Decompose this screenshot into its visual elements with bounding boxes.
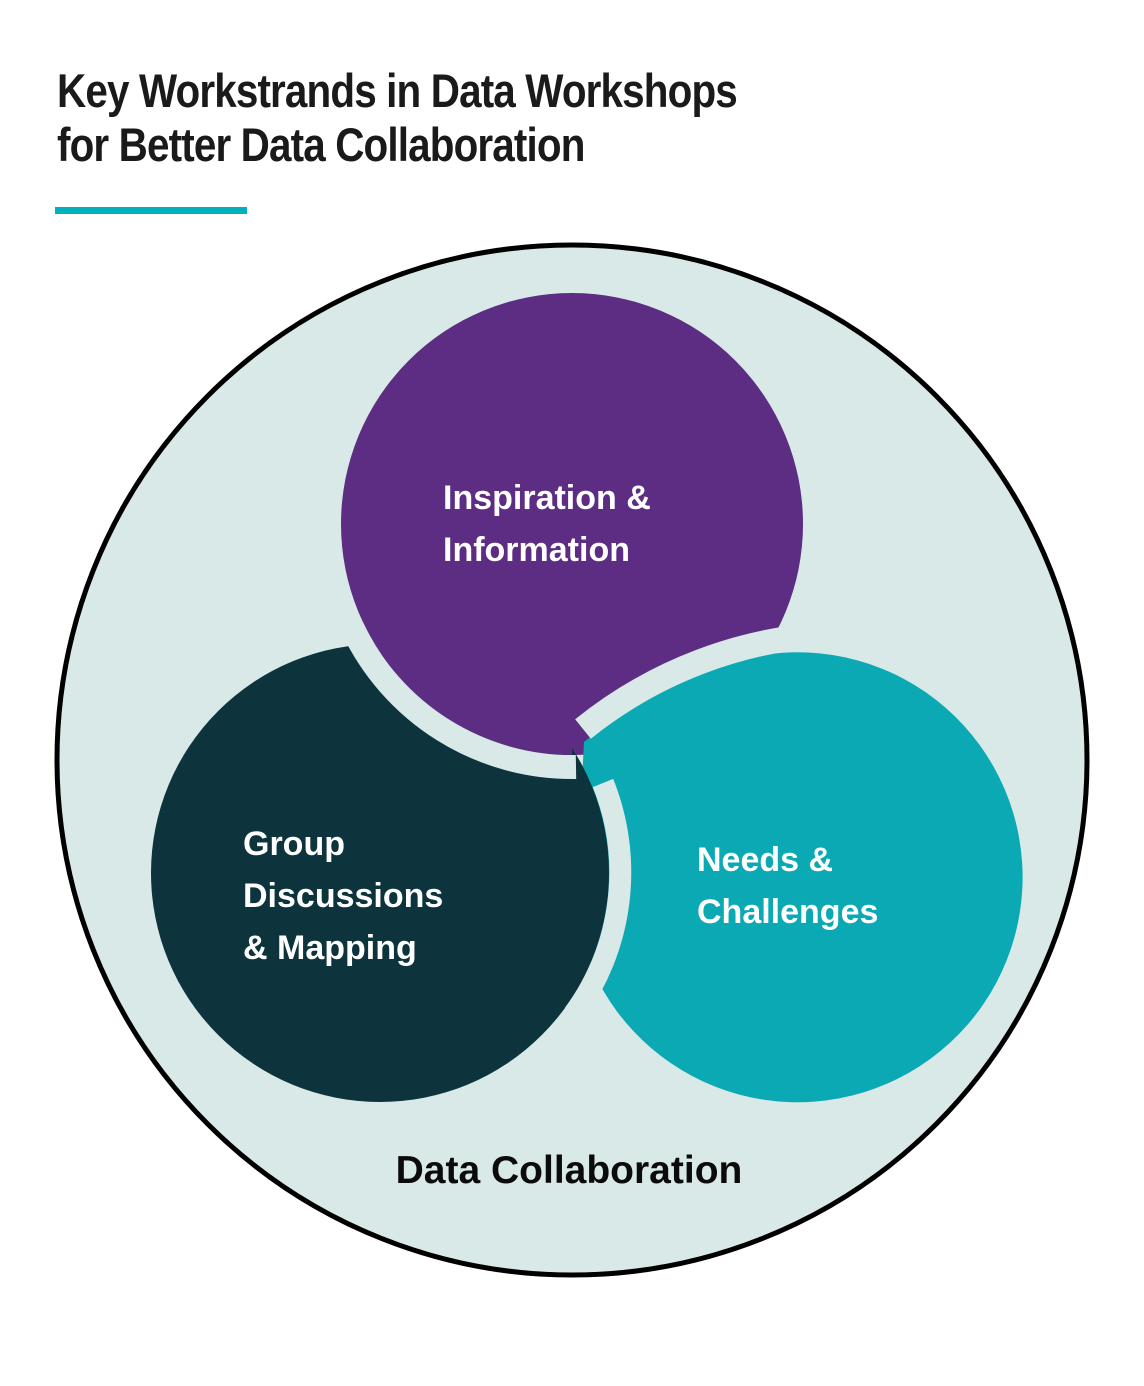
data-collaboration-label: Data Collaboration [395, 1149, 743, 1192]
group-label-line-3: & Mapping [243, 929, 417, 967]
separator-band-dark-teal [565, 778, 632, 1021]
inspiration-label-line-1: Inspiration & [443, 479, 651, 517]
inspiration-circle [341, 293, 803, 755]
group-label: Group Discussions & Mapping [243, 818, 443, 974]
page-title-line-1: Key Workstrands in Data Workshops [57, 64, 738, 117]
inspiration-label: Inspiration & Information [443, 472, 651, 576]
needs-circle [572, 652, 1023, 1103]
separator-band-teal-purple [575, 621, 833, 739]
group-label-line-1: Group [243, 825, 345, 863]
separator-band-purple-dark [341, 621, 577, 780]
group-label-line-2: Discussions [243, 877, 444, 915]
inspiration-label-line-2: Information [443, 531, 630, 569]
group-circle-overlap [572, 748, 609, 998]
title-underline [55, 207, 247, 214]
needs-label-line-2: Challenges [697, 893, 879, 931]
needs-label-line-1: Needs & [697, 841, 834, 879]
page-title: Key Workstrands in Data Workshops for Be… [57, 64, 738, 172]
needs-label: Needs & Challenges [697, 834, 878, 938]
page-title-line-2: for Better Data Collaboration [57, 118, 585, 171]
